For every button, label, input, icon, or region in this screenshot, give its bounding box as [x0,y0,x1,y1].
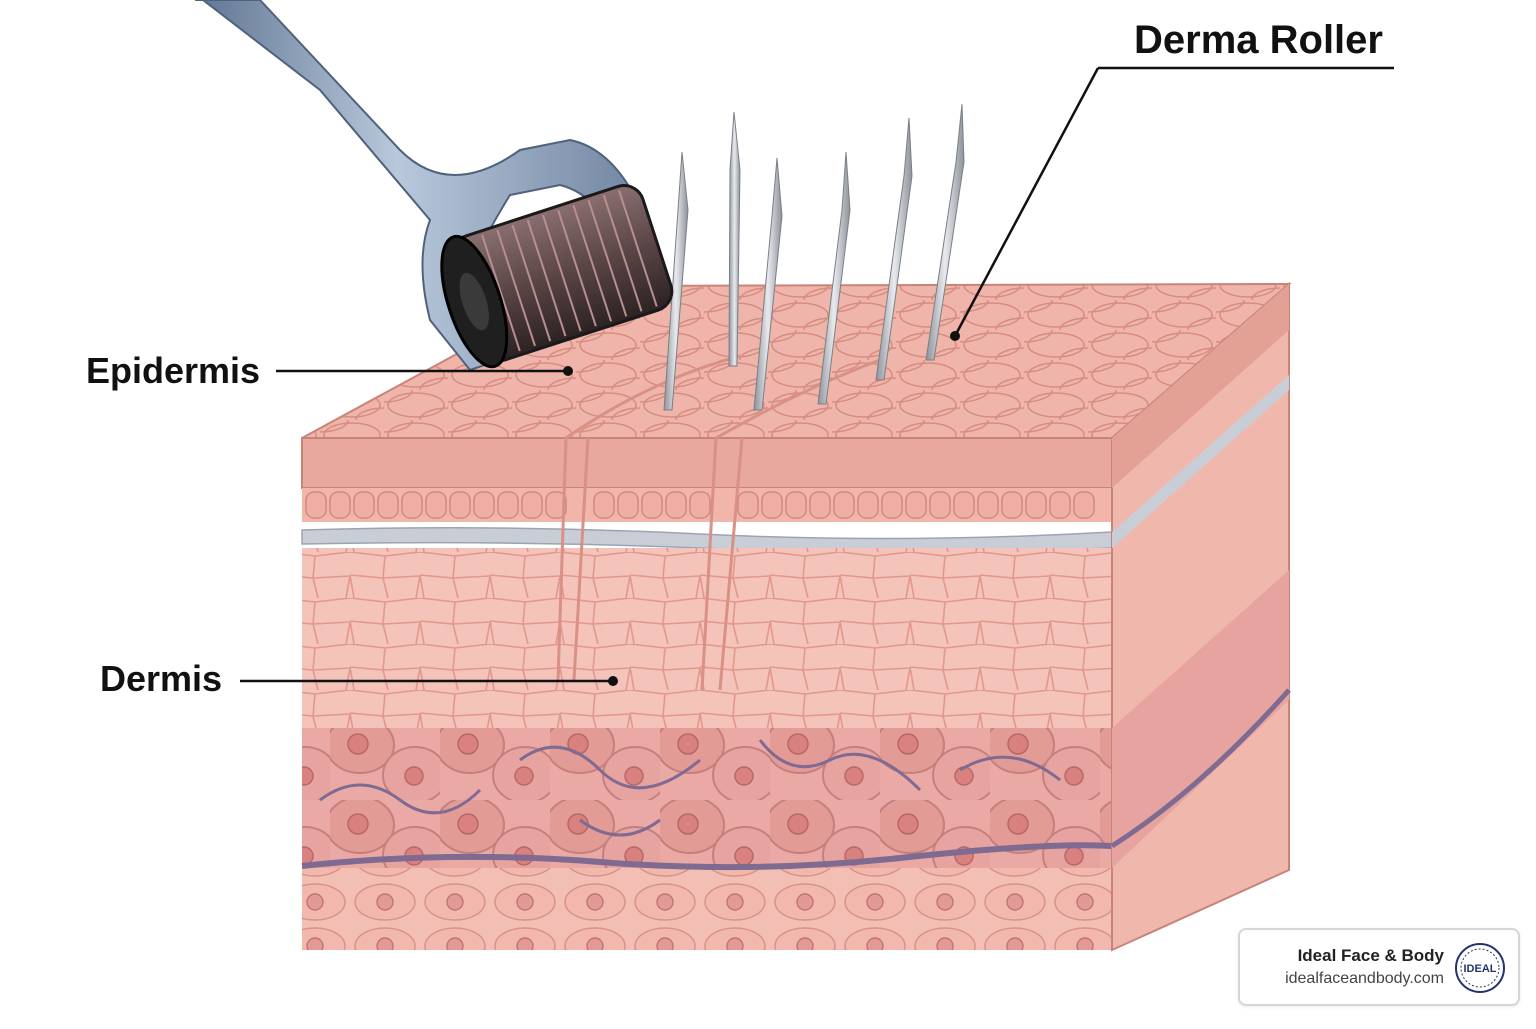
brand-name: Ideal Face & Body [1297,946,1444,965]
needle-2 [728,111,741,367]
basal-right-band [1112,375,1289,548]
needle-4 [817,151,851,405]
epidermis-front [301,437,1113,489]
brand-seal-icon: IDEAL [1455,943,1505,993]
channel-top-1 [565,354,741,440]
label-dermis: Dermis [100,658,223,699]
capillaries [319,739,1061,837]
brand-seal-text: IDEAL [1464,963,1497,975]
micro-channel-2 [700,437,744,691]
stratum-cell-row [305,491,1095,519]
dermis-dot [608,676,618,686]
needle-6 [925,103,965,361]
blood-vessel [301,842,1113,871]
derma-roller [194,0,674,372]
label-epidermis: Epidermis [86,350,261,391]
vessel-right [1110,688,1291,849]
lower-layer-front [302,868,1112,950]
needle-3 [753,157,783,411]
needles [663,103,965,411]
micro-channel-1 [556,437,590,681]
derma-roller-dot [950,331,960,341]
leader-lines [240,66,1394,686]
brand-url: idealfaceandbody.com [1285,970,1444,987]
skin-block [301,281,1292,952]
epidermis-right-band [1112,284,1289,488]
fat-layer-front [302,728,1112,868]
derma-roller-leader [953,67,1100,337]
roller-hub [459,272,489,331]
fat-right-band [1112,570,1289,868]
label-derma-roller: Derma Roller [1134,18,1383,62]
channel-top-2 [715,358,881,440]
needle-1 [663,151,689,411]
brand-badge: Ideal Face & Body idealfaceandbody.com I… [1238,928,1520,1006]
epidermis-dot [563,366,573,376]
needle-5 [875,117,913,381]
